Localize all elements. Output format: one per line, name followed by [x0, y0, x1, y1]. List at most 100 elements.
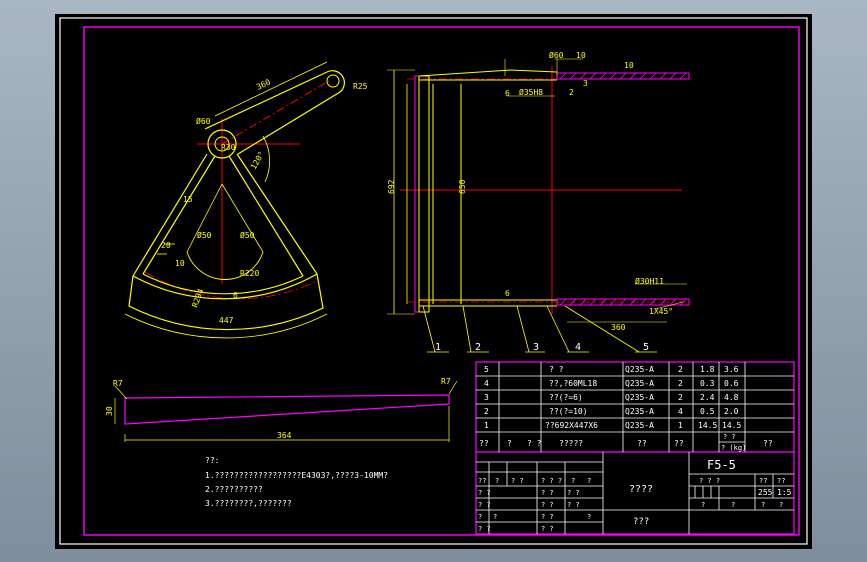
title-company-box: ???: [633, 517, 649, 527]
dim-d50-a: Ø50: [197, 230, 212, 240]
balloon-4: 4: [575, 342, 581, 353]
dim-r30: R30: [221, 143, 236, 152]
notes-line-2: 2.??????????: [205, 485, 263, 494]
drawing-svg: 360 R25 Ø60 R30 120° 15 20 10 Ø50 Ø50 R2…: [59, 17, 808, 545]
grid-text: ?: [478, 513, 482, 521]
bom-header-name: ? ?: [527, 439, 542, 448]
dim-692: 692: [387, 179, 396, 194]
tb-weight-value: 255: [758, 488, 773, 497]
dim-chamfer: 1X45°: [649, 307, 673, 316]
strip-view: [114, 380, 458, 442]
dim-2: 2: [569, 88, 574, 97]
drawing-number: F5-5: [707, 458, 736, 472]
tb-sheets: ?: [731, 501, 735, 509]
dim-3: 3: [583, 79, 588, 88]
title-name-box: ????: [629, 484, 653, 495]
grid-text: ?: [495, 477, 499, 485]
grid-text: ? ?: [541, 513, 554, 521]
cad-drawing-canvas[interactable]: 360 R25 Ø60 R30 120° 15 20 10 Ø50 Ø50 R2…: [55, 14, 812, 549]
inner-border: [83, 26, 800, 536]
tb-stage: ? ? ?: [699, 477, 720, 485]
bom-row: 3 ??(?=6) Q235-A 2 2.4 4.8: [484, 393, 739, 402]
dim-d35h8: Ø35H8: [519, 87, 543, 97]
bom-header-weight-top: ? ?: [723, 433, 736, 441]
bom-header-code: ?: [507, 439, 512, 448]
bom-qty: 2: [678, 365, 683, 374]
bom-total: 0.6: [724, 379, 739, 388]
bom-name: ??(?=10): [549, 407, 588, 416]
dim-r7-left: R7: [113, 379, 123, 388]
dim-d30h11: Ø30H11: [635, 276, 664, 286]
dim-d60-side: Ø60: [549, 50, 564, 60]
bom-material: Q235-A: [625, 365, 654, 374]
grid-text: ? ?: [478, 489, 491, 497]
grid-text: ? ? ?: [541, 477, 562, 485]
notes-line-1: 1.??????????????????E4303?,????3-10MM?: [205, 471, 388, 480]
dim-20: 20: [161, 241, 171, 250]
grid-text: ? ?: [511, 477, 524, 485]
bom-total: 3.6: [724, 365, 739, 374]
bom-row: 4 ??,?60ML18 Q235-A 2 0.3 0.6: [484, 379, 739, 388]
dim-r25: R25: [353, 82, 368, 91]
grid-text: ?: [493, 513, 497, 521]
bom-unit: 14.5: [698, 421, 717, 430]
bom-total: 2.0: [724, 407, 739, 416]
bom-row: 5 ? ? Q235-A 2 1.8 3.6: [484, 365, 739, 374]
outer-frame: [59, 17, 808, 545]
balloon-2: 2: [475, 342, 481, 353]
bom-row: 1 ??692X447X6 Q235-A 1 14.5 14.5: [484, 421, 741, 430]
tb-sheet: ?: [701, 501, 705, 509]
balloon-5: 5: [643, 342, 649, 353]
grid-text: ?: [571, 477, 575, 485]
grid-text: ?: [587, 477, 591, 485]
dim-d50-b: Ø50: [240, 230, 255, 240]
bom-header-mat2: ??: [674, 439, 684, 448]
bom-unit: 2.4: [700, 393, 715, 402]
dim-360-side: 360: [611, 323, 626, 332]
dim-10-right: 10: [624, 61, 634, 70]
fan-plate-view: [124, 61, 345, 339]
bom-header-no: ??: [479, 439, 489, 448]
bom-material: Q235-A: [625, 393, 654, 402]
dim-d60-fan: Ø60: [196, 116, 211, 126]
bom-no: 2: [484, 407, 489, 416]
bom-total: 14.5: [722, 421, 741, 430]
grid-text: ?: [587, 513, 591, 521]
grid-text: ? ?: [541, 489, 554, 497]
dim-10: 10: [175, 259, 185, 268]
bom-no: 5: [484, 365, 489, 374]
balloon-3: 3: [533, 342, 539, 353]
bom-unit: 1.8: [700, 365, 715, 374]
dim-120deg: 120°: [249, 150, 266, 171]
balloon-1: 1: [435, 342, 441, 353]
grid-text: ? ?: [541, 525, 554, 533]
notes-line-3: 3.????????,???????: [205, 499, 292, 508]
bom-name: ??692X447X6: [545, 421, 598, 430]
bom-total: 4.8: [724, 393, 739, 402]
tb-weight: ??: [759, 477, 767, 485]
grid-text: ? ?: [478, 501, 491, 509]
tb-scale: ??: [777, 477, 785, 485]
side-view: [387, 58, 695, 353]
grid-text: ? ?: [541, 501, 554, 509]
bom-row: 2 ??(?=10) Q235-A 4 0.5 2.0: [484, 407, 739, 416]
bom-header-weight-bottom: ? (kg): [721, 444, 746, 452]
bom-no: 1: [484, 421, 489, 430]
tb-scale-value: 1:5: [777, 488, 792, 497]
bom-qty: 2: [678, 379, 683, 388]
bom-no: 4: [484, 379, 489, 388]
grid-text: ? ?: [478, 525, 491, 533]
dim-650: 650: [458, 179, 467, 194]
tb-ver: ?: [761, 501, 765, 509]
bom-qty: 2: [678, 393, 683, 402]
grid-text: ??: [478, 477, 486, 485]
bom-material: Q235-A: [625, 379, 654, 388]
bom-name: ? ?: [549, 365, 564, 374]
dim-447: 447: [219, 316, 234, 325]
bom-name: ??(?=6): [549, 393, 583, 402]
grid-text: ? ?: [567, 501, 580, 509]
dim-6-fan: 6: [233, 291, 238, 300]
bom-no: 3: [484, 393, 489, 402]
bom-header-material: ?????: [559, 439, 583, 448]
dim-6-bottom: 6: [505, 289, 510, 298]
